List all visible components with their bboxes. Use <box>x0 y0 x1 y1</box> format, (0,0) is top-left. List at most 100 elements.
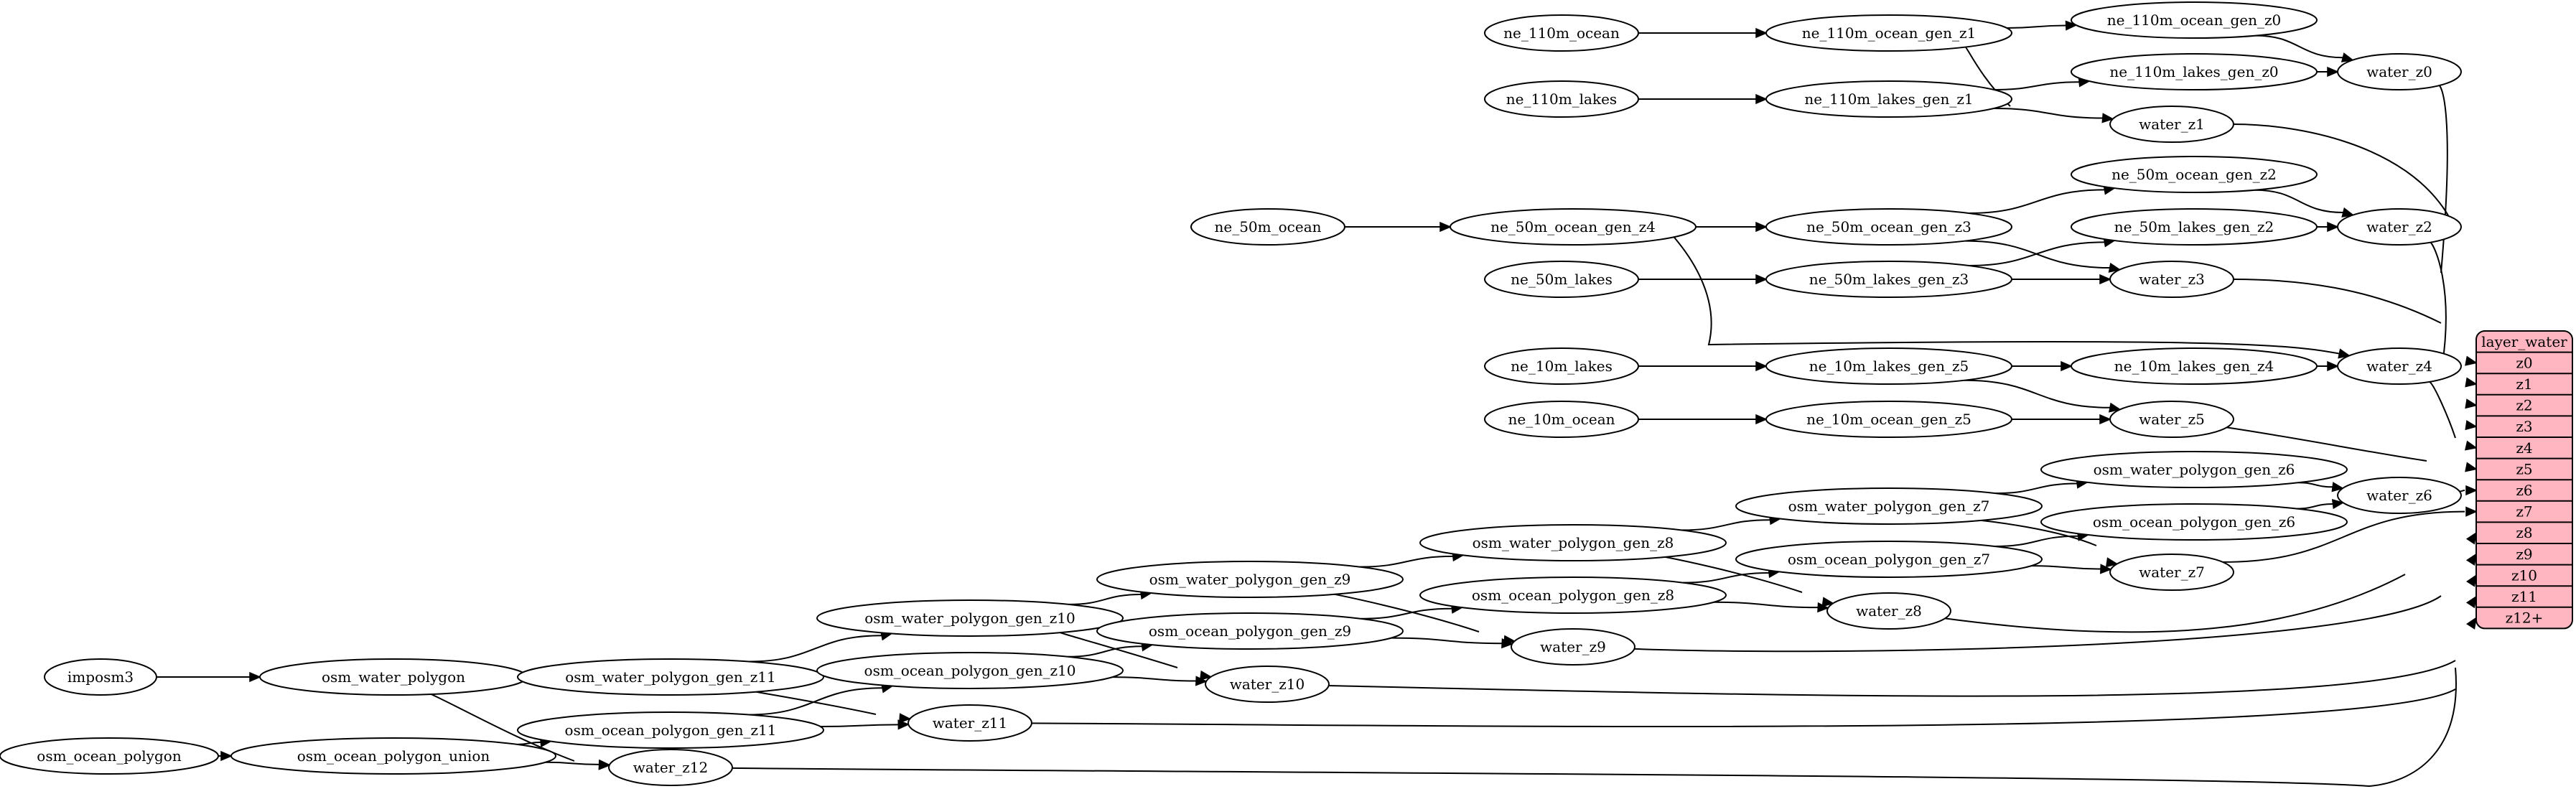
node-ellipse <box>2109 401 2234 438</box>
node-osm-ocean-polygon-gen-z11[interactable]: osm_ocean_polygon_gen_z11 <box>517 711 824 749</box>
edge-line <box>1681 519 1770 531</box>
arrowhead <box>2327 66 2339 78</box>
node-ne-50m-ocean-gen-z3[interactable]: ne_50m_ocean_gen_z3 <box>1765 208 2012 246</box>
node-ne-110m-lakes[interactable]: ne_110m_lakes <box>1484 80 1639 118</box>
node-ne-50m-lakes[interactable]: ne_50m_lakes <box>1484 261 1639 298</box>
node-osm-water-polygon-gen-z11[interactable]: osm_water_polygon_gen_z11 <box>517 658 824 696</box>
record-field-z7[interactable]: z7 <box>2516 503 2532 520</box>
arrowhead <box>2465 485 2478 496</box>
node-ne-10m-lakes-gen-z5[interactable]: ne_10m_lakes_gen_z5 <box>1765 347 2012 385</box>
node-water-z4[interactable]: water_z4 <box>2337 347 2462 385</box>
node-label: ne_10m_ocean_gen_z5 <box>1806 411 1971 428</box>
record-field-z11[interactable]: z11 <box>2511 588 2537 605</box>
node-water-z11[interactable]: water_z11 <box>907 704 1032 742</box>
node-osm-ocean-polygon-gen-z7[interactable]: osm_ocean_polygon_gen_z7 <box>1735 541 2043 578</box>
node-water-z7[interactable]: water_z7 <box>2109 554 2234 591</box>
node-osm-ocean-polygon-union[interactable]: osm_ocean_polygon_union <box>230 737 556 775</box>
edge-line <box>1112 676 1197 682</box>
node-water-z3[interactable]: water_z3 <box>2109 261 2234 298</box>
node-ne-50m-ocean[interactable]: ne_50m_ocean <box>1190 208 1345 246</box>
node-ellipse <box>2337 208 2462 246</box>
node-ellipse <box>1419 524 1727 561</box>
node-ellipse <box>1735 541 2043 578</box>
node-ellipse <box>44 658 157 696</box>
node-ellipse <box>2071 156 2318 193</box>
record-field-z10[interactable]: z10 <box>2511 566 2537 584</box>
node-osm-water-polygon-gen-z6[interactable]: osm_water_polygon_gen_z6 <box>2040 451 2348 488</box>
node-ne-110m-ocean-gen-z0[interactable]: ne_110m_ocean_gen_z0 <box>2071 1 2318 39</box>
record-field-z2[interactable]: z2 <box>2516 397 2532 414</box>
edge-line <box>2297 503 2333 510</box>
edge-water-z1-to-layer-water-z1 <box>2233 123 2478 388</box>
arrowhead <box>2105 557 2119 568</box>
edge-osm-ocean-polygon-gen-z6-to-water-z6 <box>2297 498 2345 510</box>
node-ellipse <box>2109 106 2234 143</box>
node-water-z1[interactable]: water_z1 <box>2109 106 2234 143</box>
node-water-z2[interactable]: water_z2 <box>2337 208 2462 246</box>
edge-line <box>2438 85 2448 274</box>
edge-ne-50m-ocean-gen-z3-to-water-z3 <box>1964 240 2122 273</box>
record-field-z4[interactable]: z4 <box>2516 439 2532 457</box>
arrowhead <box>2108 402 2122 413</box>
node-imposm3[interactable]: imposm3 <box>44 658 157 696</box>
node-water-z8[interactable]: water_z8 <box>1826 592 1951 630</box>
node-osm-water-polygon-gen-z8[interactable]: osm_water_polygon_gen_z8 <box>1419 524 1727 561</box>
record-field-z0[interactable]: z0 <box>2516 354 2532 371</box>
record-field-z12[interactable]: z12+ <box>2506 610 2544 627</box>
node-water-z0[interactable]: water_z0 <box>2337 53 2462 90</box>
record-field-z5[interactable]: z5 <box>2516 460 2532 477</box>
node-osm-water-polygon-gen-z7[interactable]: osm_water_polygon_gen_z7 <box>1735 487 2043 525</box>
node-ne-10m-lakes[interactable]: ne_10m_lakes <box>1484 347 1639 385</box>
record-field-z6[interactable]: z6 <box>2516 482 2532 499</box>
node-ellipse <box>2071 347 2318 385</box>
node-ne-110m-lakes-gen-z1[interactable]: ne_110m_lakes_gen_z1 <box>1765 80 2012 118</box>
arrowhead <box>2465 440 2478 451</box>
node-osm-ocean-polygon-gen-z10[interactable]: osm_ocean_polygon_gen_z10 <box>816 652 1124 689</box>
node-osm-water-polygon-gen-z10[interactable]: osm_water_polygon_gen_z10 <box>816 599 1124 637</box>
edge-ne-110m-lakes-to-ne-110m-lakes-gen-z1 <box>1638 93 1768 105</box>
record-field-z8[interactable]: z8 <box>2516 524 2532 541</box>
node-label: water_z8 <box>1856 602 1922 620</box>
edge-line <box>2233 123 2449 216</box>
record-field-z9[interactable]: z9 <box>2516 546 2532 563</box>
edge-line <box>1634 595 2442 653</box>
arrowhead <box>1817 602 1830 613</box>
node-ne-10m-lakes-gen-z4[interactable]: ne_10m_lakes_gen_z4 <box>2071 347 2318 385</box>
edge-water-z4-to-layer-water-z4 <box>2429 381 2478 451</box>
node-ellipse <box>1450 208 1697 246</box>
node-ne-50m-ocean-gen-z2[interactable]: ne_50m_ocean_gen_z2 <box>2071 156 2318 193</box>
node-water-z9[interactable]: water_z9 <box>1511 628 1635 666</box>
edge-osm-water-polygon-gen-z9-to-osm-water-polygon-gen-z8 <box>1360 551 1465 568</box>
node-osm-ocean-polygon-gen-z8[interactable]: osm_ocean_polygon_gen_z8 <box>1419 576 1727 614</box>
edge-water-z10-to-layer-water-z10 <box>1328 574 2478 697</box>
node-ne-50m-lakes-gen-z3[interactable]: ne_50m_lakes_gen_z3 <box>1765 261 2012 298</box>
arrowhead <box>899 713 912 724</box>
node-osm-water-polygon[interactable]: osm_water_polygon <box>259 658 528 696</box>
record-field-z3[interactable]: z3 <box>2516 418 2532 435</box>
node-ne-50m-lakes-gen-z2[interactable]: ne_50m_lakes_gen_z2 <box>2071 208 2318 246</box>
node-osm-ocean-polygon[interactable]: osm_ocean_polygon <box>0 737 219 775</box>
arrowhead <box>2465 531 2478 545</box>
record-field-z1[interactable]: z1 <box>2516 375 2532 393</box>
node-osm-water-polygon-gen-z9[interactable]: osm_water_polygon_gen_z9 <box>1096 561 1404 598</box>
node-water-z6[interactable]: water_z6 <box>2337 477 2462 514</box>
node-label: osm_water_polygon <box>322 668 465 686</box>
node-label: osm_water_polygon_gen_z9 <box>1149 571 1351 588</box>
node-water-z5[interactable]: water_z5 <box>2109 401 2234 438</box>
edge-osm-ocean-polygon-union-to-water-z12 <box>545 759 611 770</box>
node-osm-ocean-polygon-gen-z6[interactable]: osm_ocean_polygon_gen_z6 <box>2040 503 2348 541</box>
node-osm-ocean-polygon-gen-z9[interactable]: osm_ocean_polygon_gen_z9 <box>1096 612 1404 650</box>
edge-line <box>732 667 2457 788</box>
edge-line <box>1968 241 2105 266</box>
edge-ne-110m-lakes-gen-z0-to-water-z0 <box>2317 66 2339 78</box>
node-ne-10m-ocean-gen-z5[interactable]: ne_10m_ocean_gen_z5 <box>1765 401 2012 438</box>
arrowhead <box>1501 638 1514 649</box>
edge-ne-50m-lakes-gen-z3-to-water-z3 <box>2012 274 2111 285</box>
node-ne-110m-lakes-gen-z0[interactable]: ne_110m_lakes_gen_z0 <box>2071 53 2318 90</box>
node-ne-50m-ocean-gen-z4[interactable]: ne_50m_ocean_gen_z4 <box>1450 208 1697 246</box>
node-ne-110m-ocean-gen-z1[interactable]: ne_110m_ocean_gen_z1 <box>1765 14 2012 52</box>
node-water-z12[interactable]: water_z12 <box>608 749 733 786</box>
node-water-z10[interactable]: water_z10 <box>1205 666 1330 703</box>
node-ne-110m-ocean[interactable]: ne_110m_ocean <box>1484 14 1639 52</box>
node-ne-10m-ocean[interactable]: ne_10m_ocean <box>1484 401 1639 438</box>
